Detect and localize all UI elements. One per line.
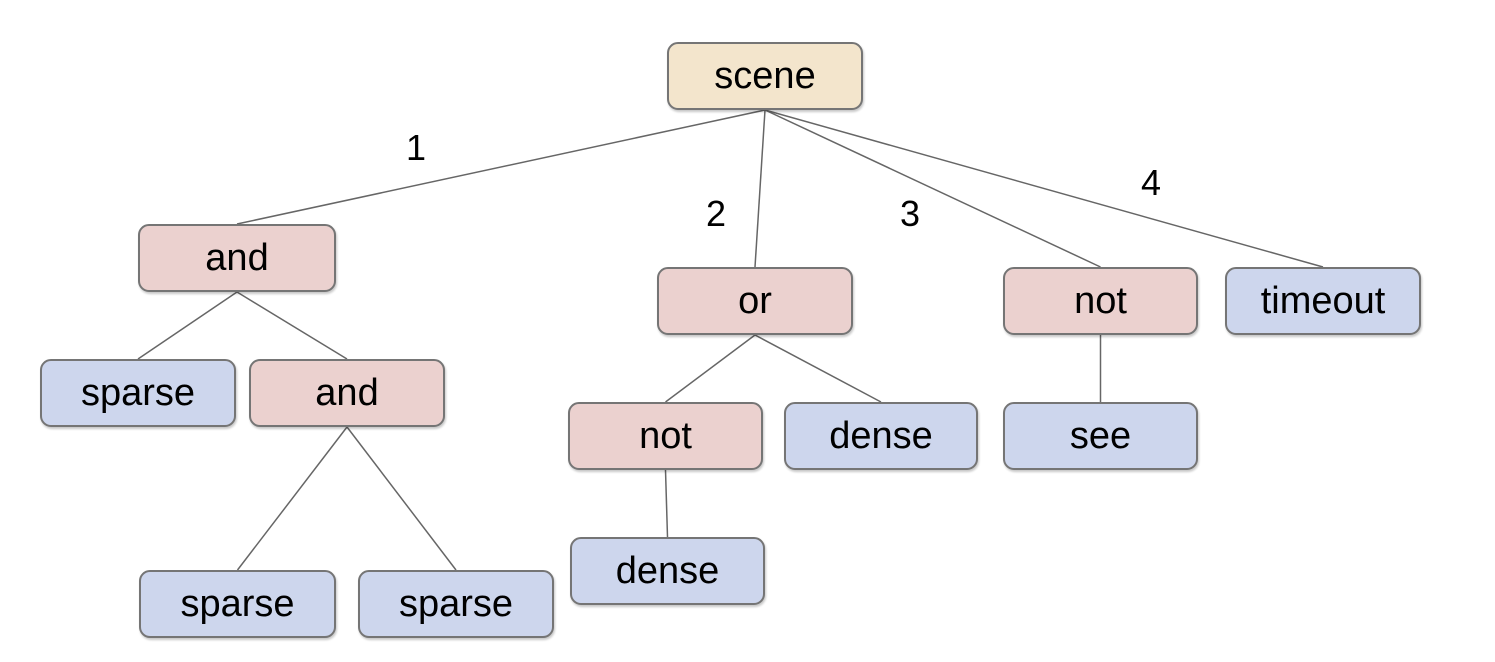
edge-scene-to-not1 xyxy=(764,109,1101,268)
edge-or1-to-not2 xyxy=(665,334,756,403)
tree-node-timeout: timeout xyxy=(1225,267,1421,335)
tree-node-sparse2: sparse xyxy=(139,570,336,638)
tree-node-sparse1: sparse xyxy=(40,359,236,427)
tree-node-not2: not xyxy=(568,402,763,470)
edge-label-2: 2 xyxy=(705,193,727,234)
tree-node-dense2: dense xyxy=(570,537,765,605)
edge-and2-to-sparse2 xyxy=(236,426,348,571)
edge-and2-to-sparse3 xyxy=(346,426,457,571)
edge-label-4: 4 xyxy=(1140,162,1162,203)
edge-label-3: 3 xyxy=(899,193,921,234)
tree-node-see: see xyxy=(1003,402,1198,470)
edge-scene-to-and1 xyxy=(236,109,766,225)
edge-and1-to-and2 xyxy=(236,291,348,360)
edge-label-1: 1 xyxy=(405,127,427,168)
edge-scene-to-or1 xyxy=(754,109,766,268)
edge-not2-to-dense2 xyxy=(664,469,669,538)
tree-node-and2: and xyxy=(249,359,445,427)
tree-node-or1: or xyxy=(657,267,853,335)
tree-node-sparse3: sparse xyxy=(358,570,554,638)
tree-node-and1: and xyxy=(138,224,336,292)
tree-node-dense1: dense xyxy=(784,402,978,470)
edge-or1-to-dense1 xyxy=(754,334,882,403)
tree-node-scene: scene xyxy=(667,42,863,110)
edge-scene-to-timeout xyxy=(764,109,1324,268)
tree-node-not1: not xyxy=(1003,267,1198,335)
edge-and1-to-sparse1 xyxy=(137,291,238,360)
